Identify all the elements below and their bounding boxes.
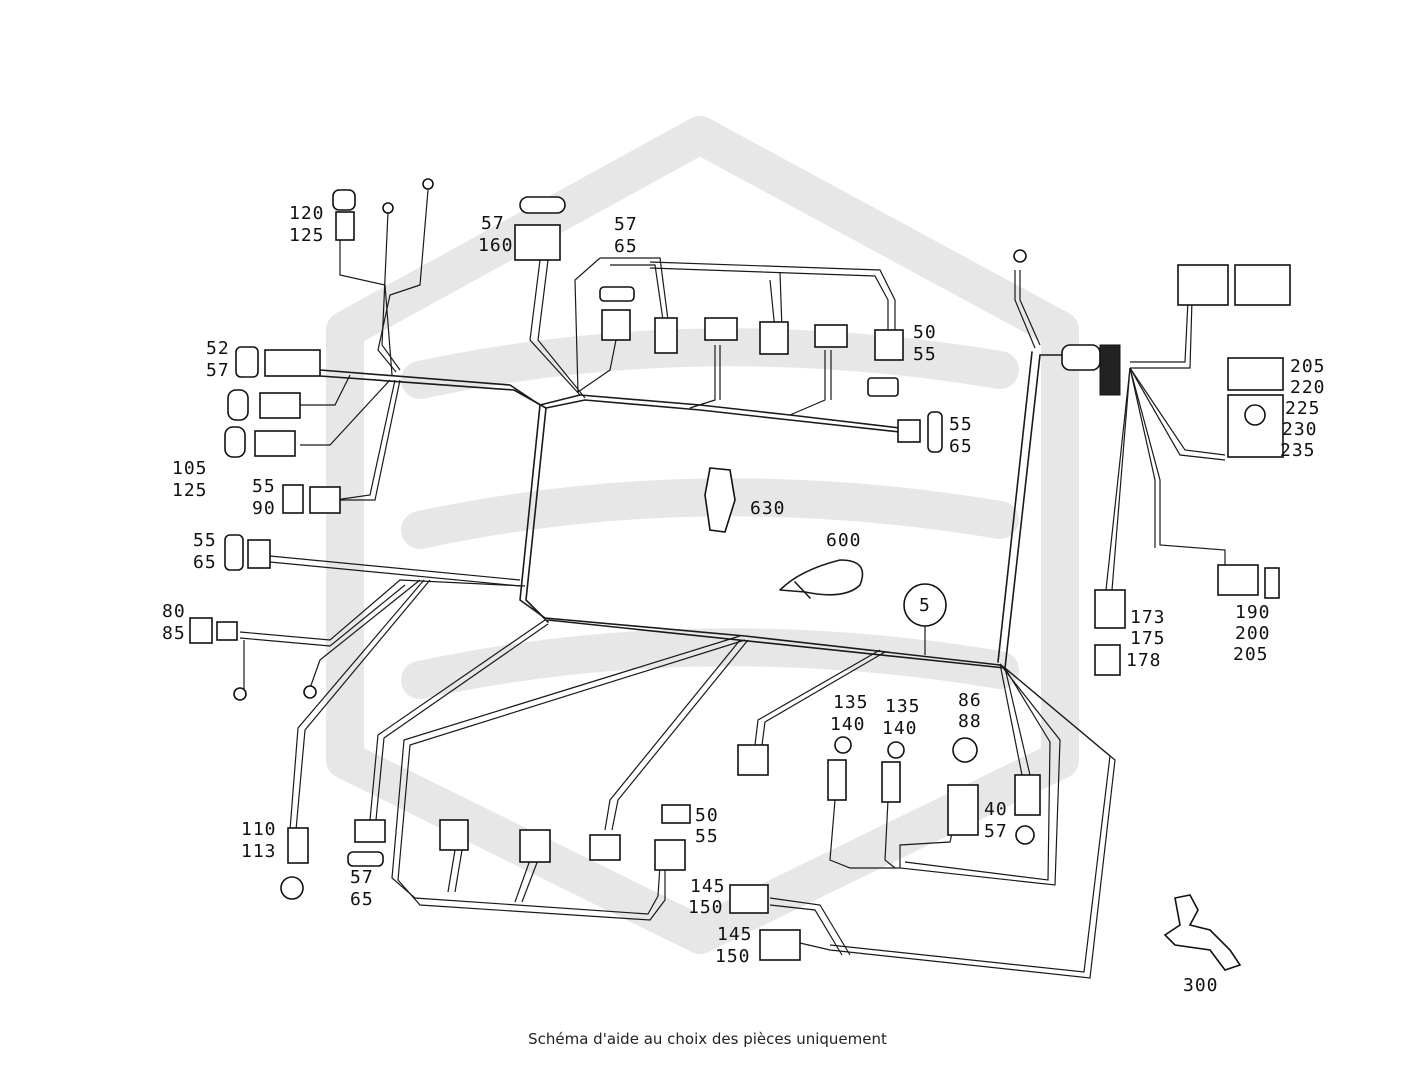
callout-55: 55: [949, 414, 973, 435]
callout-205: 205: [1233, 644, 1269, 665]
callout-113: 113: [241, 841, 277, 862]
callout-50: 50: [913, 322, 937, 343]
callout-85: 85: [162, 623, 186, 644]
callout-235: 235: [1280, 440, 1316, 461]
callout-57: 57: [481, 213, 505, 234]
callout-173: 173: [1130, 607, 1166, 628]
callout-86: 86: [958, 690, 982, 711]
callout-57: 57: [206, 360, 230, 381]
callout-178: 178: [1126, 650, 1162, 671]
callout-55: 55: [252, 476, 276, 497]
callout-125: 125: [289, 225, 325, 246]
callout-55: 55: [193, 530, 217, 551]
callout-205: 205: [1290, 356, 1326, 377]
callout-88: 88: [958, 711, 982, 732]
callout-630: 630: [750, 498, 786, 519]
callout-135: 135: [885, 696, 921, 717]
callout-5: 5: [919, 595, 931, 616]
callout-55: 55: [913, 344, 937, 365]
callout-140: 140: [830, 714, 866, 735]
main-harness: [239, 189, 1226, 979]
callout-150: 150: [688, 897, 724, 918]
callout-65: 65: [614, 236, 638, 257]
callout-57: 57: [350, 867, 374, 888]
callout-150: 150: [715, 946, 751, 967]
callout-52: 52: [206, 338, 230, 359]
callout-125: 125: [172, 480, 208, 501]
callout-80: 80: [162, 601, 186, 622]
callout-55: 55: [695, 826, 719, 847]
callout-175: 175: [1130, 628, 1166, 649]
callout-65: 65: [193, 552, 217, 573]
callout-190: 190: [1235, 602, 1271, 623]
callout-230: 230: [1282, 419, 1318, 440]
connector-parts: [189, 178, 1291, 971]
callout-140: 140: [882, 718, 918, 739]
callout-110: 110: [241, 819, 277, 840]
callout-50: 50: [695, 805, 719, 826]
callout-90: 90: [252, 498, 276, 519]
callout-57: 57: [984, 821, 1008, 842]
callout-57: 57: [614, 214, 638, 235]
callout-145: 145: [717, 924, 753, 945]
callout-220: 220: [1290, 377, 1326, 398]
callout-200: 200: [1235, 623, 1271, 644]
callout-600: 600: [826, 530, 862, 551]
callout-105: 105: [172, 458, 208, 479]
callout-120: 120: [289, 203, 325, 224]
callout-300: 300: [1183, 975, 1219, 996]
callout-labels: 120 125 57 160 57 65 52 57 105 125 55 90…: [162, 203, 1326, 996]
callout-65: 65: [949, 436, 973, 457]
callout-160: 160: [478, 235, 514, 256]
diagram-caption: Schéma d'aide au choix des pièces unique…: [528, 1030, 887, 1048]
callout-225: 225: [1285, 398, 1321, 419]
callout-145: 145: [690, 876, 726, 897]
callout-40: 40: [984, 799, 1008, 820]
callout-65: 65: [350, 889, 374, 910]
callout-135: 135: [833, 692, 869, 713]
